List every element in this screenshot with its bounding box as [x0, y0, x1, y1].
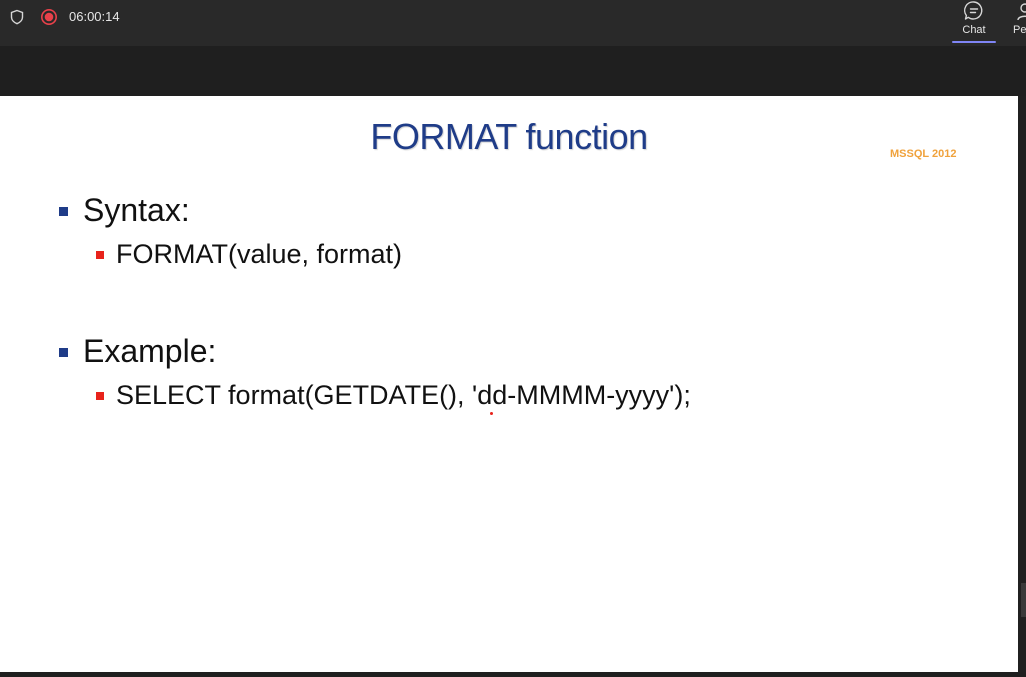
bullet-syntax: Syntax:: [59, 192, 190, 229]
people-label: Pe: [1013, 24, 1026, 36]
meeting-toolbar: 06:00:14 Chat Pe: [0, 0, 1026, 46]
chat-button[interactable]: Chat: [951, 0, 997, 46]
stage-background: [0, 46, 1026, 96]
bullet-heading: Syntax:: [83, 192, 190, 228]
sub-bullet-text: SELECT format(GETDATE(), 'dd-MMMM-yyyy')…: [116, 380, 691, 410]
slide-title: FORMAT function: [370, 116, 648, 157]
bottom-edge: [0, 672, 1026, 677]
shield-icon[interactable]: [9, 9, 25, 25]
sub-bullet-example: SELECT format(GETDATE(), 'dd-MMMM-yyyy')…: [96, 380, 691, 411]
bullet-heading: Example:: [83, 333, 217, 369]
people-icon: [1017, 3, 1026, 21]
people-button[interactable]: Pe: [1008, 0, 1026, 46]
record-icon: [40, 8, 58, 26]
sub-bullet-square-icon: [96, 251, 104, 259]
scrollbar-thumb[interactable]: [1021, 583, 1026, 617]
chat-label: Chat: [962, 24, 986, 36]
sub-bullet-square-icon: [96, 392, 104, 400]
shared-slide: FORMAT function MSSQL 2012 Syntax: FORMA…: [0, 96, 1018, 672]
sub-bullet-syntax: FORMAT(value, format): [96, 239, 403, 270]
chat-icon: [964, 1, 983, 20]
annotation-dot: [490, 412, 493, 415]
recording-timer: 06:00:14: [69, 9, 120, 24]
scrollbar-track[interactable]: [1018, 96, 1026, 672]
bullet-square-icon: [59, 348, 68, 357]
active-tab-indicator: [952, 41, 996, 43]
version-tag: MSSQL 2012: [890, 148, 957, 160]
sub-bullet-text: FORMAT(value, format): [116, 239, 403, 269]
bullet-square-icon: [59, 207, 68, 216]
bullet-example: Example:: [59, 333, 217, 370]
